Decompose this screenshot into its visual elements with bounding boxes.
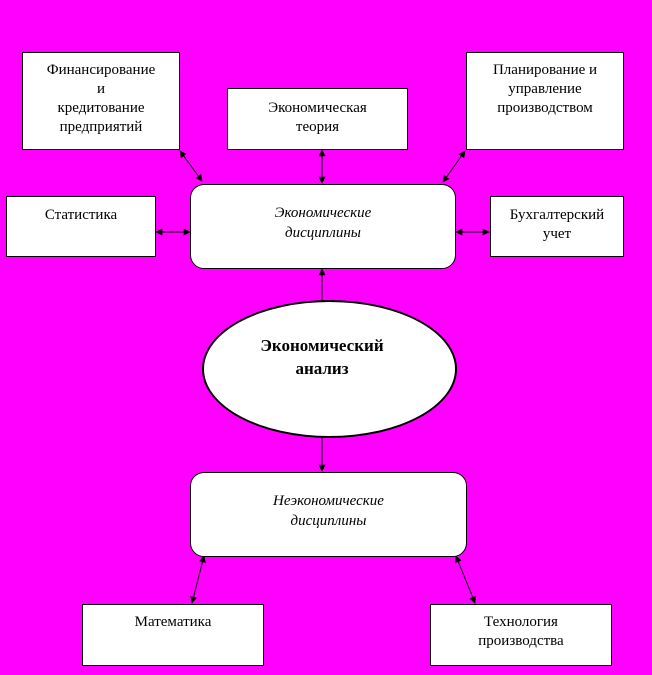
statistics-label: Статистика	[44, 207, 118, 223]
non-economic-disciplines-box: Неэкономические дисциплины	[190, 472, 467, 557]
theory-label: Экономическая теория	[268, 100, 367, 135]
economic-disciplines-label: Экономические дисциплины	[274, 205, 372, 241]
arrow-finance	[179, 150, 203, 182]
economic-analysis-label: Экономический анализ	[260, 336, 384, 378]
finance-box: Финансирование и кредитование предприяти…	[22, 52, 180, 150]
arrow-math	[190, 555, 206, 604]
technology-label: Технология производства	[478, 614, 564, 649]
non-economic-disciplines-label: Неэкономические дисциплины	[273, 493, 384, 529]
accounting-label: Бухгалтерский учет	[509, 207, 605, 242]
math-box: Математика	[82, 604, 264, 666]
economic-disciplines-box: Экономические дисциплины	[190, 184, 456, 269]
math-label: Математика	[134, 614, 212, 630]
theory-box: Экономическая теория	[227, 88, 408, 150]
planning-box: Планирование и управление производством	[466, 52, 624, 150]
economic-analysis-ellipse	[202, 300, 457, 438]
statistics-box: Статистика	[6, 196, 156, 257]
arrow-planning	[442, 150, 466, 183]
arrow-technology	[455, 555, 476, 604]
planning-label: Планирование и управление производством	[492, 62, 598, 116]
accounting-box: Бухгалтерский учет	[490, 196, 624, 257]
finance-label: Финансирование и кредитование предприяти…	[46, 62, 156, 135]
technology-box: Технология производства	[430, 604, 612, 666]
